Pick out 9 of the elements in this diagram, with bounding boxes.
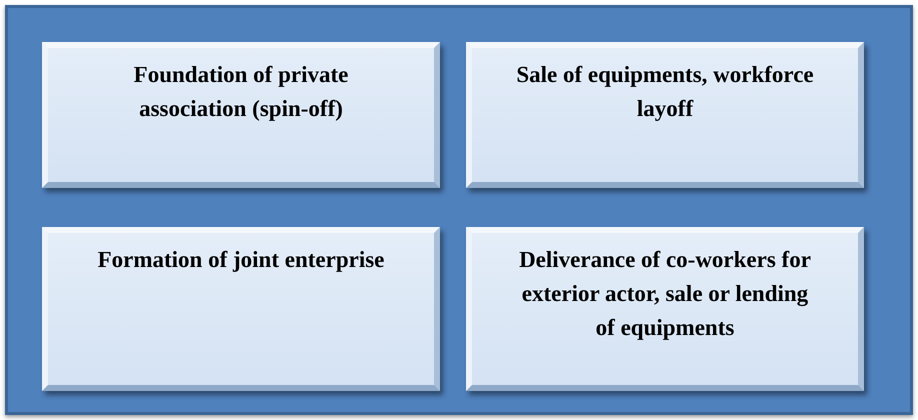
option-box: [466, 42, 864, 188]
box-text: Formation of joint enterprise: [98, 246, 384, 274]
box-text: Sale of equipments, workforce layoff: [515, 61, 815, 123]
option-box: [42, 227, 440, 391]
option-box: [42, 42, 440, 188]
box-text: Deliverance of co-workers for exterior actor, sale or lending of equipments: [518, 246, 812, 342]
background-panel: [5, 5, 913, 415]
option-box: [466, 227, 864, 391]
box-text: Foundation of private association (spin-off): [132, 61, 350, 123]
